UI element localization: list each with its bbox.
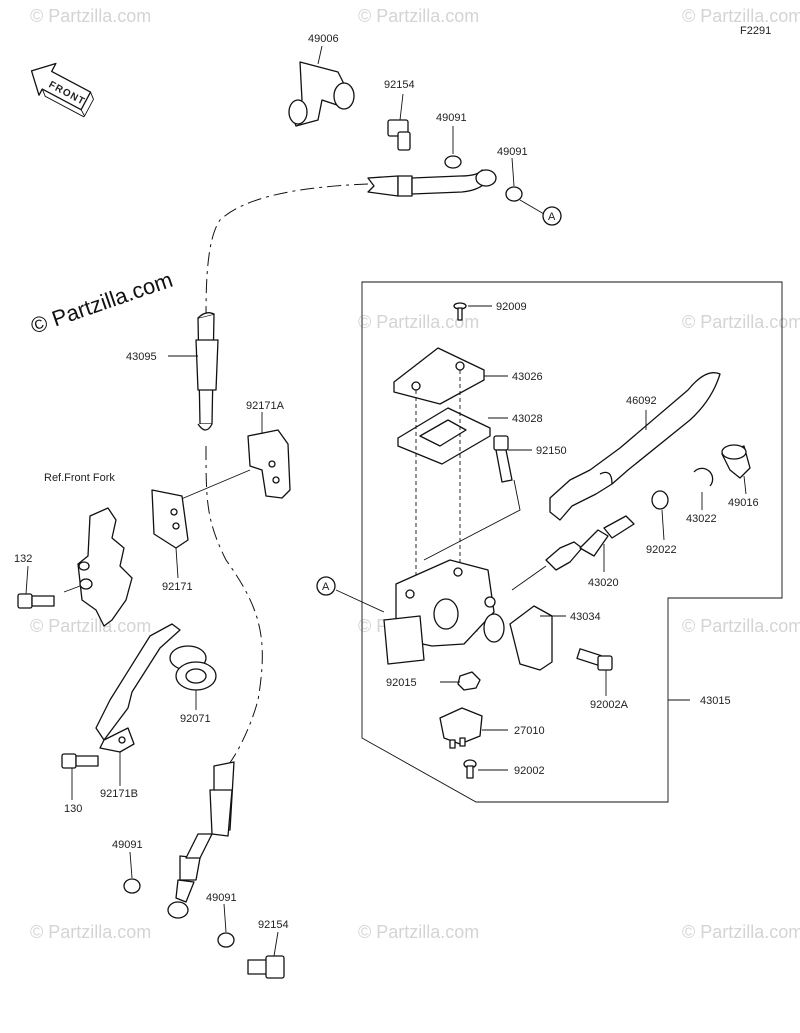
label-92071: 92071 (180, 713, 211, 725)
label-92154-bottom: 92154 (258, 919, 289, 931)
watermark-text: © Partzilla.com (358, 312, 479, 332)
part-130-bolt (61, 753, 99, 769)
label-43022: 43022 (686, 513, 717, 525)
part-43020-piston (545, 515, 635, 571)
label-92009: 92009 (496, 301, 527, 313)
part-92015-nut (457, 671, 481, 691)
part-92002A-bolt (576, 648, 613, 671)
label-92002A: 92002A (590, 699, 629, 711)
part-43095-hose (195, 312, 219, 431)
part-92171B-guide (95, 623, 181, 753)
label-49006: 49006 (308, 33, 339, 45)
label-92171B: 92171B (100, 788, 138, 800)
part-49006-cap (288, 45, 355, 127)
part-46092-lever (549, 372, 721, 521)
watermark-text: © Partzilla.com (682, 6, 800, 26)
label-49091-a: 49091 (436, 112, 467, 124)
watermark-text: © Partzilla.com (682, 616, 800, 636)
part-92154-banjo-bolt-bottom (247, 955, 285, 979)
part-master-cylinder-body (383, 559, 496, 665)
watermark-text: © Partzilla.com (682, 922, 800, 942)
watermark-text: © Partzilla.com (682, 312, 800, 332)
front-arrow-icon: FRONT (30, 62, 94, 118)
part-49016-boot (721, 444, 751, 479)
part-43028-diaphragm (397, 407, 491, 465)
part-front-fork-bracket (77, 507, 133, 627)
label-27010: 27010 (514, 725, 545, 737)
label-92002: 92002 (514, 765, 545, 777)
part-43034-clamp (483, 605, 553, 671)
label-43020: 43020 (588, 577, 619, 589)
part-92009-screw (453, 302, 467, 321)
part-hose-lower-fitting (167, 761, 235, 919)
part-92154-banjo-bolt-top (387, 93, 411, 151)
part-43026-cap (393, 347, 485, 405)
part-92171-holder (151, 489, 189, 549)
part-92171A-clamp (247, 429, 291, 499)
label-130: 130 (64, 803, 82, 815)
connector-A-label: A (548, 211, 556, 223)
part-92022-washer (651, 490, 669, 510)
label-92022: 92022 (646, 544, 677, 556)
part-92150-bolt (493, 435, 513, 483)
part-49091-washer (123, 878, 141, 894)
label-92171A: 92171A (246, 400, 285, 412)
part-49091-washer (444, 155, 462, 169)
watermark-text: © Partzilla.com (30, 616, 151, 636)
label-43026: 43026 (512, 371, 543, 383)
part-43022-circlip (693, 467, 714, 487)
connector-A-bottom (316, 576, 336, 596)
part-132-bolt (17, 593, 55, 609)
label-49016: 49016 (728, 497, 759, 509)
label-92150: 92150 (536, 445, 567, 457)
label-49091-d: 49091 (206, 892, 237, 904)
label-43028: 43028 (512, 413, 543, 425)
label-132: 132 (14, 553, 32, 565)
part-92002-screw (463, 759, 477, 779)
copyright-text: © Partzilla.com (27, 267, 175, 339)
watermarks: © Partzilla.com © Partzilla.com © Partzi… (30, 6, 800, 942)
label-92171: 92171 (162, 581, 193, 593)
watermark-text: © Partzilla.com (30, 922, 151, 942)
figure-code: F2291 (740, 25, 771, 37)
part-hose-upper-fitting (367, 169, 497, 197)
watermark-text: © Partzilla.com (358, 6, 479, 26)
ref-front-fork-label: Ref.Front Fork (44, 472, 115, 484)
label-92015: 92015 (386, 677, 417, 689)
label-43034: 43034 (570, 611, 601, 623)
connector-A-label: A (322, 581, 330, 593)
brake-hose-path (205, 183, 369, 321)
label-49091-c: 49091 (112, 839, 143, 851)
watermark-text: © Partzilla.com (30, 6, 151, 26)
part-49091-washer (505, 186, 523, 202)
part-92071-grommet (169, 645, 217, 691)
label-92154-top: 92154 (384, 79, 415, 91)
label-43015: 43015 (700, 695, 731, 707)
label-49091-b: 49091 (497, 146, 528, 158)
label-46092: 46092 (626, 395, 657, 407)
part-49091-washer (217, 932, 235, 948)
watermark-text: © Partzilla.com (358, 922, 479, 942)
connector-A-top (542, 206, 562, 226)
label-43095: 43095 (126, 351, 157, 363)
part-27010-switch (439, 707, 483, 749)
